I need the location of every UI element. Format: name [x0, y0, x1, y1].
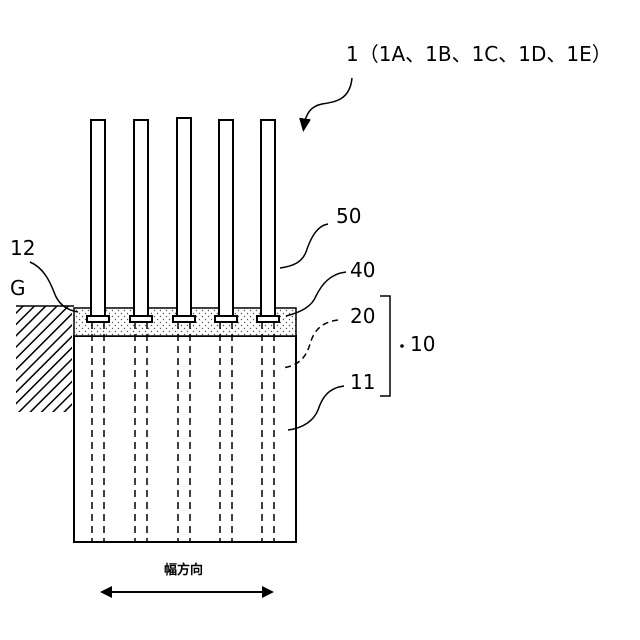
- body-block: [74, 336, 296, 542]
- label-width-direction: 幅方向: [164, 564, 203, 577]
- leader-1: [304, 78, 352, 126]
- bracket-10-dot: [400, 344, 404, 348]
- leader-50: [280, 224, 328, 268]
- width-arrow-right-head: [262, 586, 274, 598]
- rod: [134, 120, 148, 318]
- label-ground-g: G: [10, 278, 26, 298]
- label-ref-40: 40: [350, 260, 375, 280]
- label-ref-10: 10: [410, 334, 435, 354]
- rod-connector: [130, 316, 152, 322]
- rod: [261, 120, 275, 318]
- rod: [177, 118, 191, 318]
- label-ref-20: 20: [350, 306, 375, 326]
- rod-connector: [87, 316, 109, 322]
- label-ref-1: 1（1A、1B、1C、1D、1E）: [346, 44, 612, 64]
- label-ref-12: 12: [10, 238, 35, 258]
- rod-connector: [257, 316, 279, 322]
- rod: [219, 120, 233, 318]
- ground-hatch: [16, 306, 72, 412]
- width-arrow-left-head: [100, 586, 112, 598]
- rod-connector: [173, 316, 195, 322]
- leader-12: [30, 262, 78, 312]
- label-ref-11: 11: [350, 372, 375, 392]
- bracket-10: [380, 296, 390, 396]
- rod-connector: [215, 316, 237, 322]
- label-ref-50: 50: [336, 206, 361, 226]
- rod: [91, 120, 105, 318]
